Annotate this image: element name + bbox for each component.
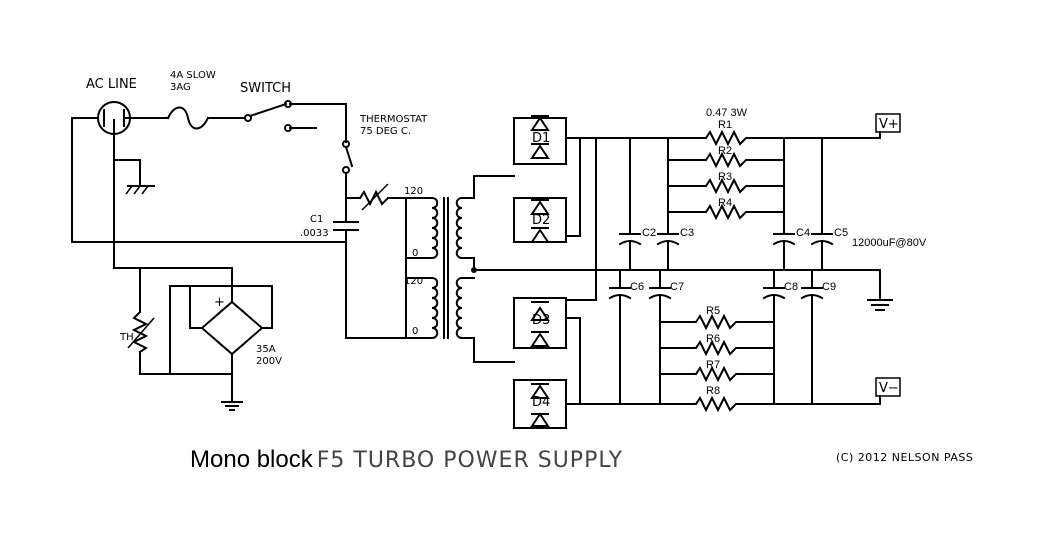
chassis-ground-icon	[125, 185, 155, 195]
d3-label: D3	[532, 313, 550, 328]
d3-out-wire	[565, 317, 581, 405]
ntc-thermistor-icon	[358, 183, 390, 211]
switch-label: SWITCH	[240, 81, 291, 96]
r5-resistor-icon	[694, 313, 738, 331]
c2-label: C2	[642, 227, 656, 239]
center-tap-wire	[461, 257, 597, 271]
bridge-ac2-wire	[189, 285, 203, 329]
c1-value-label: .0033	[300, 228, 329, 239]
switch-out-wire	[289, 103, 347, 143]
thermostat-temp-label: 75 DEG C.	[360, 126, 411, 137]
secondary-top-wire	[461, 175, 515, 199]
r8-label: R8	[706, 385, 720, 397]
r2-label: R2	[718, 145, 732, 157]
d2-out-wire	[565, 137, 581, 237]
vplus-terminal	[875, 113, 901, 133]
c4-label: C4	[796, 227, 810, 239]
r5-label: R5	[706, 305, 720, 317]
th-label: TH	[119, 332, 134, 343]
c1-capacitor-icon	[333, 221, 359, 231]
c8-label: C8	[784, 281, 798, 293]
bridge-voltage-label: 200V	[256, 356, 282, 367]
d2-label: D2	[532, 213, 550, 228]
c7-label: C7	[670, 281, 684, 293]
fuse-icon	[166, 106, 210, 130]
bridge-current-label: 35A	[256, 344, 276, 355]
r1-resistor-icon	[704, 129, 748, 147]
tap-0-top-label: 0	[412, 248, 418, 259]
r8-resistor-icon	[694, 395, 738, 413]
r7-resistor-icon	[694, 365, 738, 383]
r2-resistor-icon	[704, 151, 748, 169]
fuse-rating-label: 4A SLOW	[170, 70, 216, 81]
r6-label: R6	[706, 333, 720, 345]
vplus-label: V+	[879, 117, 899, 132]
thermostat-icon	[342, 140, 354, 174]
th-thermistor-icon	[127, 310, 155, 354]
r1-label: R1	[718, 119, 732, 131]
d1-label: D1	[532, 131, 550, 146]
output-ground-icon	[867, 299, 893, 311]
r6-resistor-icon	[694, 339, 738, 357]
vminus-terminal	[875, 377, 901, 397]
tap-120-top-label: 120	[404, 186, 423, 197]
d3-link-wire	[565, 137, 597, 301]
center-tap-node	[471, 267, 477, 273]
chassis-ground-wire	[113, 159, 141, 187]
page-title: Mono block F5 TURBO POWER SUPPLY	[190, 446, 623, 474]
tap-120-bottom-label: 120	[404, 276, 423, 287]
d4-label: D4	[532, 395, 550, 410]
d3-diode-icon	[530, 301, 550, 347]
ground-bridge-rectifier-icon	[200, 300, 264, 356]
ac-line-label: AC LINE	[86, 77, 137, 92]
r3-resistor-icon	[704, 177, 748, 195]
bridge-ground-icon	[221, 401, 243, 411]
d4-diode-icon	[530, 383, 550, 427]
neutral-wire	[71, 117, 337, 243]
c1-label: C1	[310, 214, 323, 225]
capacitor-value-label: 12000uF@80V	[852, 237, 927, 249]
secondary-bottom-wire	[461, 337, 515, 363]
tap-0-bottom-label: 0	[412, 326, 418, 337]
title-prefix: Mono block	[190, 446, 313, 473]
c6-label: C6	[630, 281, 644, 293]
d3-box	[513, 297, 567, 349]
r3-label: R3	[718, 171, 732, 183]
title-main: F5 TURBO POWER SUPPLY	[316, 448, 624, 473]
output-ground-wire	[865, 269, 881, 301]
copyright-notice: (C) 2012 NELSON PASS	[836, 451, 974, 464]
bridge-plus-label: +	[214, 295, 225, 310]
r1-value-label: 0.47 3W	[706, 107, 748, 119]
diode-bridge	[513, 115, 567, 429]
vminus-label: V−	[879, 381, 899, 396]
c3-label: C3	[680, 227, 694, 239]
upper-capacitor-bank	[618, 137, 834, 271]
primary-wires	[345, 197, 407, 339]
ground-loop-top-wire	[113, 267, 233, 303]
th-bottom-wire	[139, 351, 233, 375]
bridge-ac-wire	[169, 285, 273, 375]
d2-diode-icon	[530, 199, 550, 243]
fuse-type-label: 3AG	[170, 82, 191, 93]
r4-resistor-icon	[704, 203, 748, 221]
r7-label: R7	[706, 359, 720, 371]
transformer-icon	[430, 196, 464, 340]
lower-capacitor-bank	[608, 269, 824, 405]
d1-diode-icon	[530, 115, 550, 159]
switch-icon	[244, 100, 292, 132]
thermostat-label: THERMOSTAT	[359, 114, 428, 125]
c9-label: C9	[822, 281, 836, 293]
c5-label: C5	[834, 227, 848, 239]
r4-label: R4	[718, 197, 732, 209]
